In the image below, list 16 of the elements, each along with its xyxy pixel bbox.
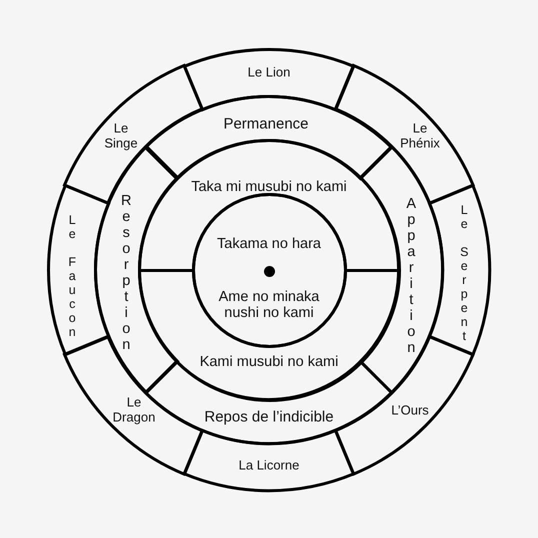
segment-label: Le Phénix <box>400 121 440 151</box>
segment-label: Permanence <box>223 116 309 134</box>
segment-label: Le Dragon <box>112 395 156 425</box>
segment-label: Taka mi musubi no kami <box>191 178 347 196</box>
center-label: Ame no minaka nushi no kami <box>218 288 320 322</box>
segment-label: Le Singe <box>104 121 138 151</box>
segment-label: Le Lion <box>248 66 290 80</box>
segment-label: Le Faucon <box>66 212 78 339</box>
segment-label: L’Ours <box>391 404 429 418</box>
segment-label: Repos de l’indicible <box>204 410 334 426</box>
center-label: Takama no hara <box>217 236 321 252</box>
segment-label: Le Serpent <box>458 202 470 343</box>
segment-label: Apparition <box>404 196 418 356</box>
segment-label: Kami musubi no kami <box>200 354 338 370</box>
segment-label: La Licorne <box>238 458 300 474</box>
segment-label: Resorption <box>118 192 134 353</box>
